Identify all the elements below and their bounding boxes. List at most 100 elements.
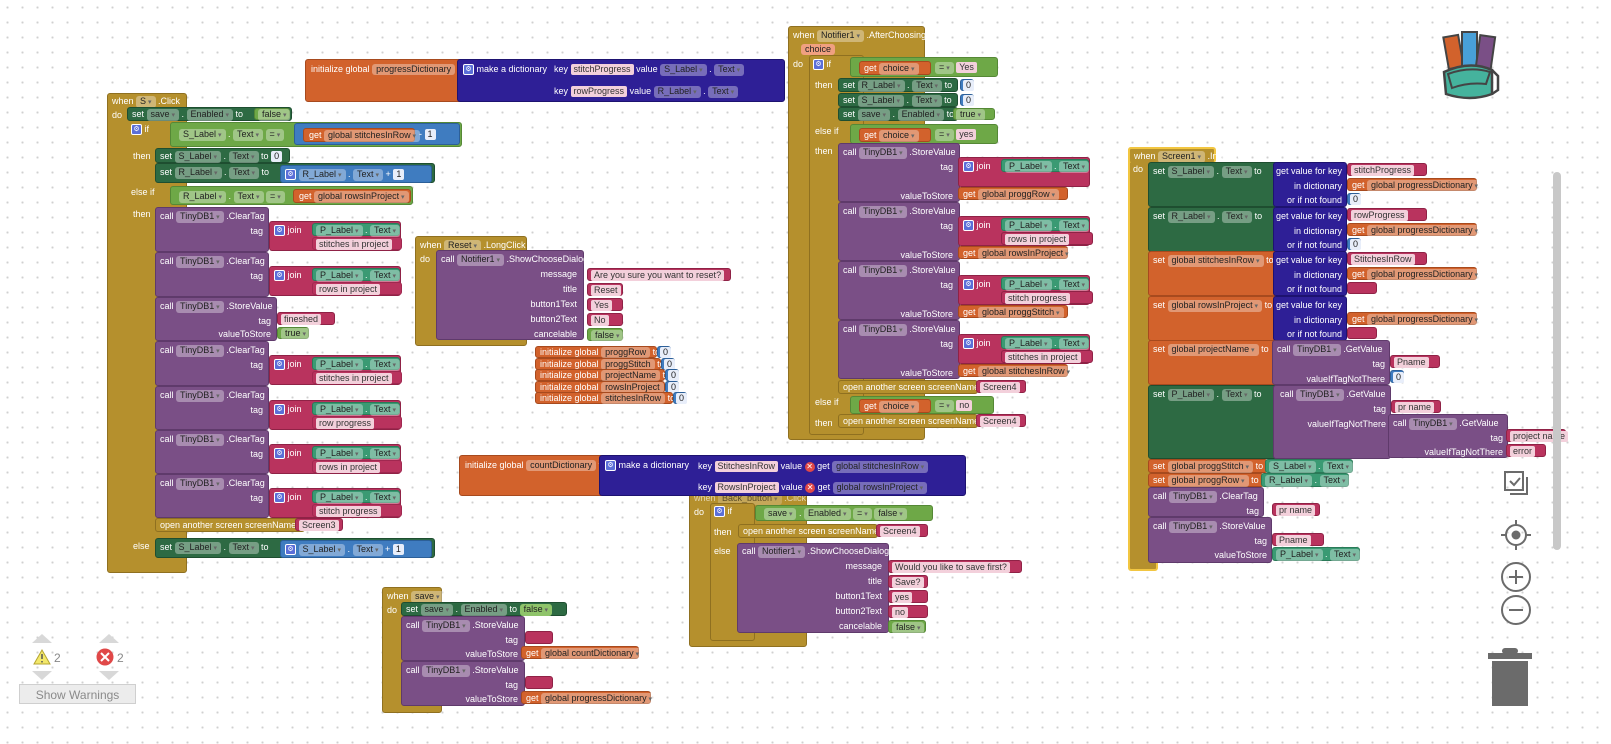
number-block[interactable]: 0: [665, 380, 680, 393]
get-global[interactable]: get global progressDictionary: [521, 691, 657, 705]
compare-choice-yes[interactable]: get choice = Yes: [850, 57, 998, 77]
empty-string[interactable]: [525, 631, 553, 644]
tinydb-cleartag-prname[interactable]: call TinyDB1 .ClearTag tag: [1148, 487, 1264, 517]
boolean-block[interactable]: true: [277, 327, 310, 340]
cleanup-icon[interactable]: [1503, 470, 1531, 500]
make-dictionary[interactable]: ⚙ make a dictionary key stitchProgress v…: [457, 59, 785, 102]
tinydb-getvalue-projectname[interactable]: call TinyDB1 .GetValue tag valueIfTagNot…: [1388, 414, 1508, 458]
string-block[interactable]: fineshed: [277, 312, 335, 325]
gear-icon[interactable]: ⚙: [274, 359, 285, 371]
set-block[interactable]: set R_Label . Text to: [838, 78, 958, 92]
gear-icon[interactable]: ⚙: [274, 225, 285, 237]
param-value[interactable]: yes: [888, 590, 928, 603]
set-p-label[interactable]: set P_Label . Text to: [1148, 385, 1278, 459]
tinydb-getvalue-pname[interactable]: call TinyDB1 .GetValue tag valueIfTagNot…: [1272, 340, 1390, 385]
empty-string[interactable]: [525, 676, 553, 689]
set-progg-row[interactable]: set global proggRow to: [1148, 473, 1264, 487]
param-value[interactable]: No: [587, 313, 623, 326]
next-error-arrow[interactable]: [99, 671, 119, 680]
number-block[interactable]: 0: [661, 357, 676, 370]
tinydb-getvalue-prname[interactable]: call TinyDB1 .GetValue tag valueIfTagNot…: [1273, 385, 1391, 459]
param-value[interactable]: Save?: [888, 575, 928, 588]
get-global[interactable]: get global proggStitch: [958, 305, 1068, 319]
get-global[interactable]: get global progressDictionary: [1347, 178, 1483, 192]
set-save-enabled[interactable]: set save . Enabled to: [127, 107, 292, 121]
false-block[interactable]: false: [254, 108, 291, 121]
init-progress-dictionary[interactable]: initialize global progressDictionary to: [305, 59, 465, 102]
open-screen4-back[interactable]: open another screen screenName: [738, 524, 879, 538]
open-screen3[interactable]: open another screen screenName: [155, 518, 305, 532]
next-warning-arrow[interactable]: [32, 671, 52, 680]
get-global[interactable]: get global stitchesInRow: [958, 364, 1075, 378]
init-global[interactable]: initialize global stitchesInRow to: [535, 392, 675, 404]
set-block[interactable]: set save . Enabled to: [838, 107, 958, 121]
recenter-icon[interactable]: [1500, 519, 1532, 553]
set-lookup[interactable]: set S_Label . Text to: [1148, 162, 1278, 207]
screen4-dropdown-b[interactable]: Screen4: [976, 414, 1026, 427]
compare-choice-yes-lower[interactable]: get choice = yes: [850, 124, 998, 144]
else-set-s-label[interactable]: set S_Label . Text to ⚙ S_Label . Text +…: [155, 538, 435, 558]
set-s-label[interactable]: set S_Label . Text to 0: [155, 148, 290, 163]
get-global[interactable]: get global proggRow: [958, 187, 1068, 201]
open-screen4-a[interactable]: open another screen screenName: [838, 380, 979, 394]
param-value[interactable]: no: [888, 605, 928, 618]
screen4-dropdown-a[interactable]: Screen4: [976, 380, 1026, 393]
set-project-name[interactable]: set global projectName to: [1148, 340, 1278, 385]
gear-icon[interactable]: ⚙: [963, 161, 974, 173]
minus-block[interactable]: get global stitchesInRow - 1: [294, 123, 460, 145]
show-warnings-button[interactable]: Show Warnings: [19, 684, 136, 704]
number-block[interactable]: 0: [657, 346, 672, 358]
param-value[interactable]: Would you like to save first?: [888, 560, 1022, 573]
compare-choice-no[interactable]: get choice = no: [850, 396, 994, 414]
trash-icon[interactable]: [1488, 648, 1532, 708]
backpack-icon[interactable]: [1440, 26, 1500, 102]
get-global[interactable]: get global rowsInProject: [958, 246, 1073, 260]
gear-icon[interactable]: ⚙: [963, 338, 974, 350]
get-global[interactable]: get global progressDictionary: [1347, 222, 1483, 237]
set-r-label[interactable]: set R_Label . Text to ⚙ R_Label . Text +…: [155, 163, 435, 183]
param-value[interactable]: Are you sure you want to reset?: [587, 268, 731, 281]
prev-warning-arrow[interactable]: [32, 634, 52, 643]
number-block[interactable]: 0: [665, 369, 680, 381]
call-show-choose-dialog-back[interactable]: call Notifier1 .ShowChooseDialog message…: [737, 543, 1022, 634]
get-global[interactable]: get global progressDictionary: [1347, 267, 1483, 281]
compare-save-enabled[interactable]: save . Enabled = false: [755, 505, 933, 521]
screen4-dropdown-back[interactable]: Screen4: [876, 524, 928, 537]
gear-icon[interactable]: ⚙: [274, 492, 285, 504]
prev-error-arrow[interactable]: [99, 634, 119, 643]
open-screen4-b[interactable]: open another screen screenName: [838, 414, 979, 428]
zoom-in-icon[interactable]: [1500, 561, 1532, 595]
empty-string[interactable]: [1347, 282, 1377, 294]
set-progg-stitch[interactable]: set global proggStitch to: [1148, 459, 1268, 473]
tinydb-storevalue-pname[interactable]: call TinyDB1 .StoreValue tag valueToStor…: [1148, 517, 1272, 563]
compare-rows[interactable]: R_Label . Text = get global rowsInProjec…: [170, 186, 413, 205]
number-block[interactable]: 0: [673, 392, 688, 404]
gear-icon[interactable]: ⚙: [274, 448, 285, 460]
gear-icon[interactable]: ⚙: [963, 220, 974, 232]
set-lookup[interactable]: set global rowsInProject to: [1148, 295, 1278, 341]
zoom-out-icon[interactable]: [1500, 594, 1532, 628]
param-value[interactable]: false: [587, 328, 624, 342]
